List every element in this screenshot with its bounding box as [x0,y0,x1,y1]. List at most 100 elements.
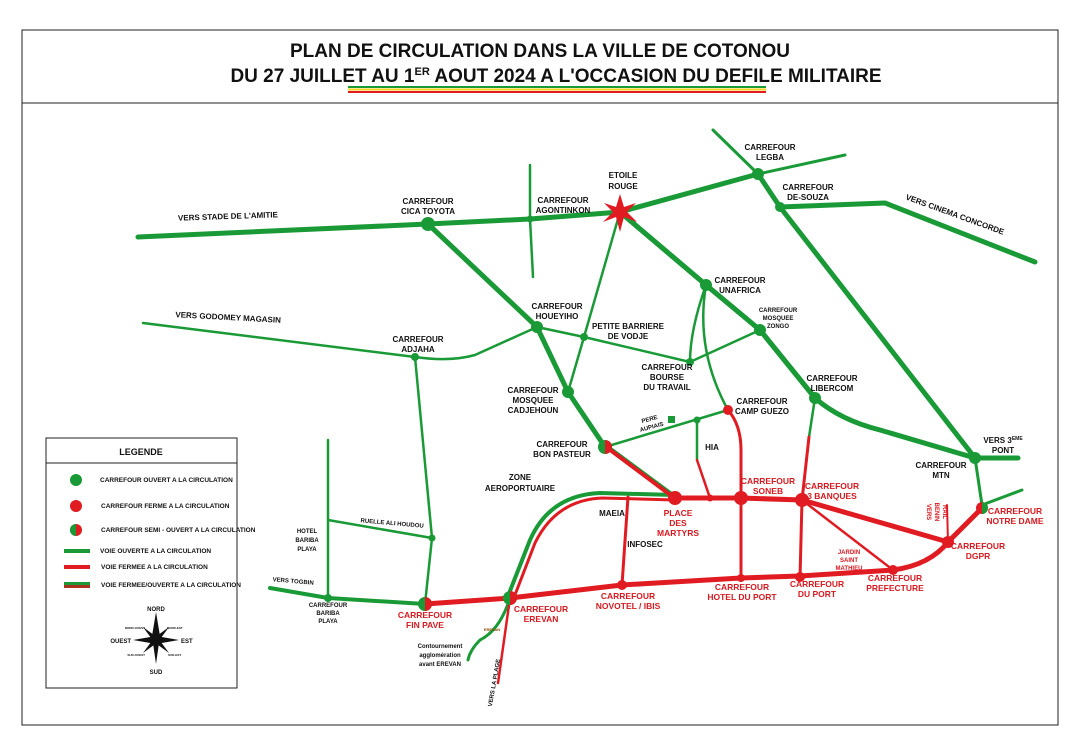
legend-open-junction-icon [70,474,82,486]
map-label-line: DGPR [966,551,991,561]
compass-rose-icon: NORD SUD EST OUEST NORD-EST NORD-OUEST S… [110,607,193,676]
map-label-line: DES [669,518,687,528]
junction-closed [668,491,682,505]
junction-closed [795,493,809,507]
junction-open [752,168,764,180]
map-label-line: CARREFOUR [741,476,795,486]
map-label-line: DE VODJE [608,332,649,341]
map-label-line: VERS 3 [983,436,1012,445]
map-label: SUD [150,670,163,676]
map-label-line: MATHIEU [836,566,863,572]
map-label-line: CARREFOUR [782,183,833,192]
map-label-line: HOTEL DU PORT [707,592,777,602]
map-label: CARREFOUR OUVERT A LA CIRCULATION [100,477,233,484]
junction-closed [942,536,954,548]
map-label-line: NOTRE DAME [986,516,1043,526]
map-label-line: HOUEYIHO [536,312,579,321]
junction-open [693,416,701,424]
junction-open [531,321,543,333]
map-label-line: HOTEL [297,529,318,535]
map-label-line: ZONGO [767,324,789,330]
map-label-line: ER [415,66,430,78]
map-label: VERS LA PLAGE [488,659,502,707]
map-label-line: CARREFOUR [806,374,857,383]
map-label: EREVAN [484,627,500,632]
map-label: RUELLE ALI HOUDOU [360,518,424,530]
map-label-line: CARREFOUR [915,461,966,470]
map-label: VERS GODOMEY MAGASIN [175,310,281,325]
map-label-line: CAMP GUEZO [735,407,789,416]
map-label: NORD-OUEST [125,626,145,630]
map-label-line: ETOILE [609,171,638,180]
map-label-line: CARREFOUR [392,335,443,344]
map-label-line: CARREFOUR [601,591,655,601]
map-label-line: AGONTINKON [536,206,591,215]
map-label: OUEST [110,639,131,645]
etoile-rouge-star-icon [603,194,637,232]
junction-open [700,279,712,291]
map-label: CARREFOUR SEMI - OUVERT A LA CIRCULATION [101,527,256,534]
map-label-line: FIN PAVE [406,620,444,630]
map-label-line: CARREFOUR [641,363,692,372]
map-label-line: PERE [641,415,658,425]
map-label-line: SAINT [840,558,858,564]
map-label-line: BOURSE [650,373,685,382]
junction-closed [617,580,627,590]
map-label-line: NOVOTEL / IBIS [596,601,661,611]
map-label-line: DE-SOUZA [787,193,829,202]
map-label-line: CARREFOUR [759,308,798,314]
map-label-line: LIBERCOM [811,384,854,393]
map-label: INFOSEC [627,540,663,549]
junction-closed [723,405,733,415]
map-label-line: CARREFOUR [736,397,787,406]
map-label-line: CARREFOUR [514,604,568,614]
map-label-line: CARREFOUR [715,582,769,592]
map-label-line: MTN [932,471,950,480]
junction-open [809,392,821,404]
map-label-line: MOSQUEE [513,396,555,405]
map-frame [21,29,1059,726]
map-label-line: PLACE [664,508,693,518]
map-label-line: BENIN [933,503,939,522]
map-label: CARREFOUR FERME A LA CIRCULATION [101,503,230,510]
map-label-line: JARDIN [838,550,860,556]
junction-closed [734,491,748,505]
map-label-line: CARREFOUR [309,603,348,609]
junction-open [686,358,694,366]
junction-open [421,217,435,231]
junction-closed [706,494,714,502]
map-label: VERS TOGBIN [272,577,314,587]
map-label-line: ADJAHA [401,345,435,354]
title-line-2: DU 27 JUILLET AU 1ER AOUT 2024 A L'OCCAS… [230,66,881,87]
map-label-line: AOUT 2024 A L'OCCASION DU DEFILE MILITAI… [430,66,882,87]
map-label-line: ROUGE [608,182,638,191]
map-label-line: CARREFOUR [398,610,452,620]
map-label-line: BON PASTEUR [533,450,591,459]
legend-closed-junction-icon [70,500,82,512]
junction-semi-open [418,440,988,611]
map-label-line: EREVAN [524,614,559,624]
map-label-line: LEGBA [756,153,784,162]
map-label: EST [181,639,193,645]
junction-open [428,534,436,542]
map-label-line: CADJEHOUN [508,406,559,415]
flag-underline [348,86,766,93]
